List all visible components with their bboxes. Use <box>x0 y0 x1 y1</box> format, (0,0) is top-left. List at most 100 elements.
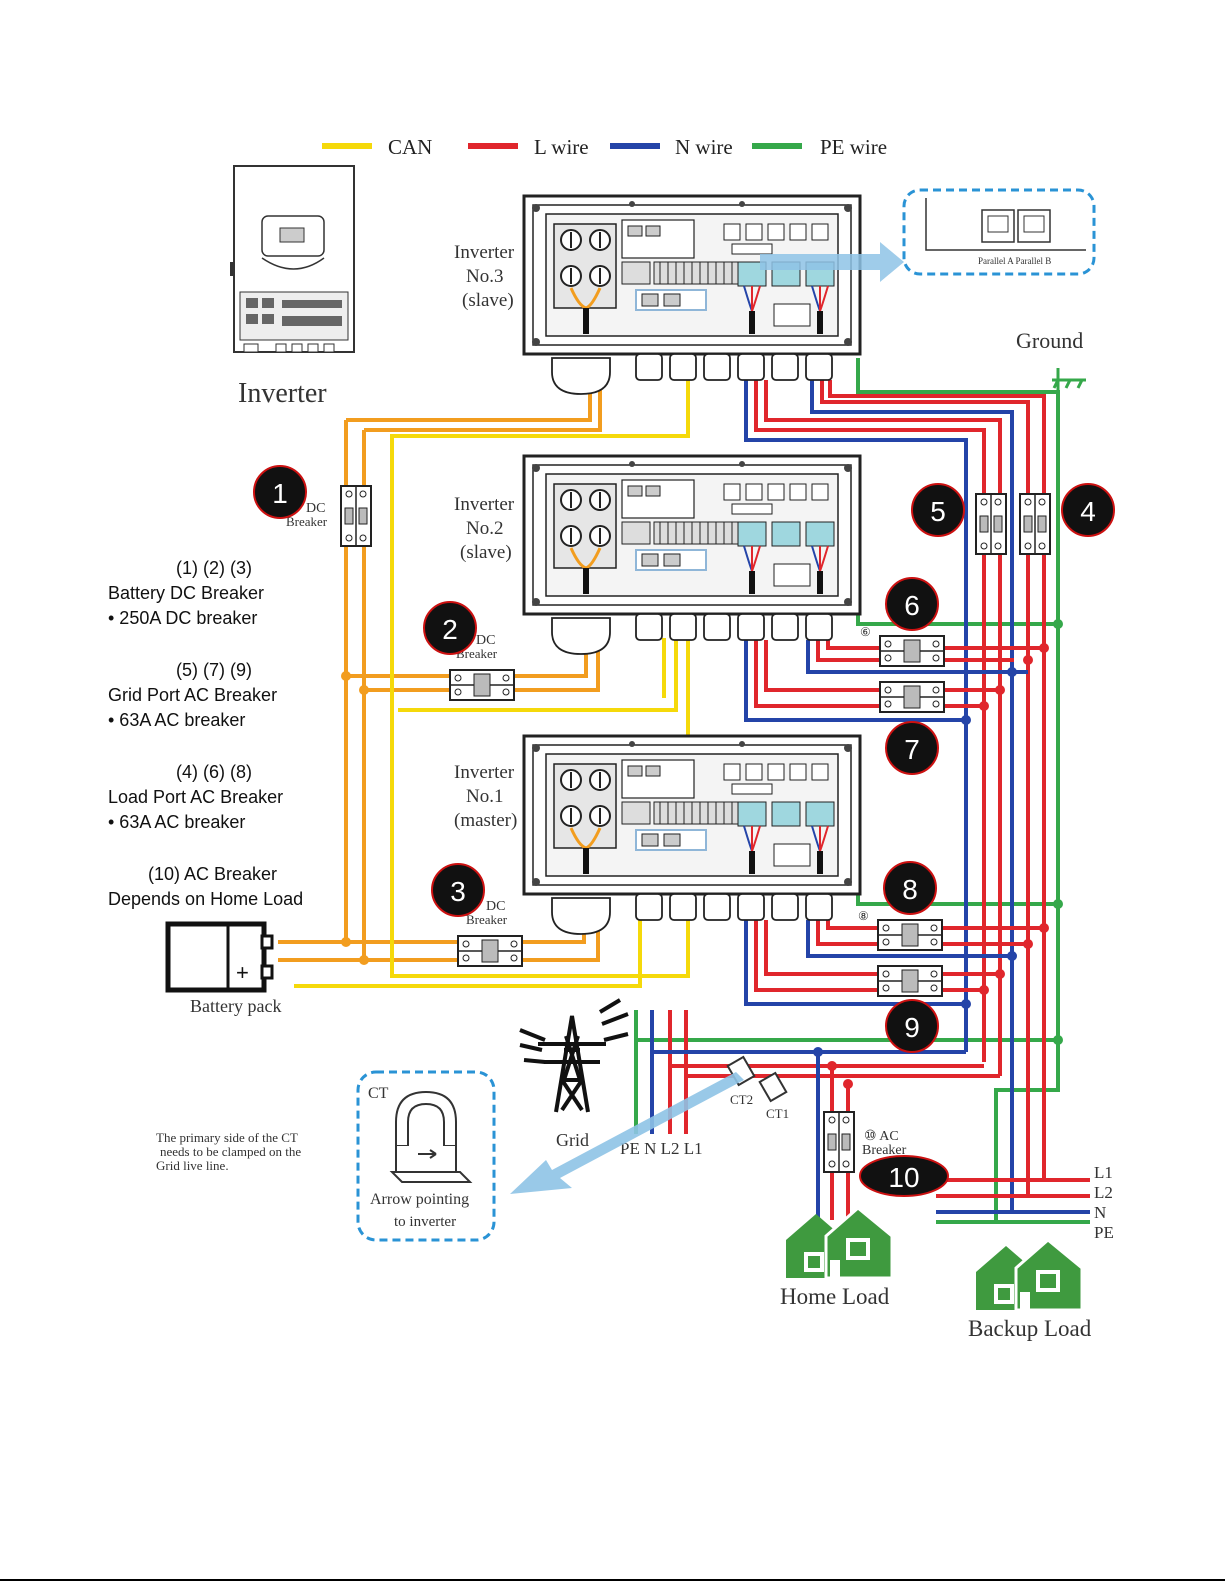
load-ac-breaker-8 <box>877 919 943 951</box>
marker-9-badge <box>885 999 939 1053</box>
marker-8-badge <box>883 861 937 915</box>
grid-ac-breaker-5 <box>975 493 1007 555</box>
junction <box>359 685 369 695</box>
junction <box>341 937 351 947</box>
backup-terminals: L1 L2 N PE <box>1094 1163 1114 1242</box>
grid-breaker-spec: • 63A AC breaker <box>108 710 246 730</box>
small-marker-6: ⑥ <box>860 625 871 639</box>
grid-ac-breaker-7 <box>879 681 945 713</box>
ct-note-line3: Grid live line. <box>156 1158 229 1173</box>
parallel-port-callout: Parallel A Parallel B <box>760 188 1096 282</box>
junction <box>341 671 351 681</box>
inverter-no2-line2: No.2 <box>466 518 503 539</box>
terminal-l1: L1 <box>1094 1163 1113 1182</box>
ct-clamp-icon <box>389 1090 473 1183</box>
marker-7-badge <box>885 721 939 775</box>
dc-breaker-3: DC Breaker <box>457 899 523 967</box>
grid-label: Grid <box>556 1130 589 1150</box>
dc-breaker-1-label-l2: Breaker <box>286 514 328 529</box>
inverter-no3-line3: (slave) <box>462 290 514 311</box>
grid-tower-icon <box>519 998 629 1113</box>
legend-pe-wire-label: PE wire <box>820 135 887 159</box>
grid-breaker-title: Grid Port AC Breaker <box>108 685 278 705</box>
ct2-label: CT2 <box>730 1092 753 1107</box>
ac-breaker-spec: Depends on Home Load <box>108 889 304 909</box>
marker-8: 8 <box>902 874 918 905</box>
small-marker-8: ⑧ <box>858 909 869 923</box>
inverter-no3-line1: Inverter <box>454 242 515 263</box>
load-ac-breaker-6 <box>879 635 945 667</box>
number-markers: 1 2 3 4 5 6 7 8 9 10 <box>253 465 1115 1197</box>
inverter-product-image: Inverter <box>230 165 355 409</box>
marker-4-badge <box>1061 483 1115 537</box>
dc-breaker-2: DC Breaker <box>449 633 515 701</box>
marker-1-badge <box>253 465 307 519</box>
marker-3: 3 <box>450 876 466 907</box>
legend-n-wire-label: N wire <box>675 135 733 159</box>
home-load-label: Home Load <box>780 1284 890 1309</box>
ct-note-line1: The primary side of the CT <box>156 1130 298 1145</box>
inverter-no1: Inverter No.1 (master) <box>454 736 860 934</box>
page-divider <box>0 1579 1225 1581</box>
junction <box>359 955 369 965</box>
battery-pack: + Battery pack <box>165 921 281 1016</box>
battery-pack-label: Battery pack <box>190 996 281 1016</box>
inverter-no3: Inverter No.3 (slave) <box>454 196 860 394</box>
ground-label: Ground <box>1016 328 1083 353</box>
dc-breaker-3-label-l2: Breaker <box>466 912 508 927</box>
inverter-no2-line3: (slave) <box>460 542 512 563</box>
load-breaker-ids: (4) (6) (8) <box>176 762 252 782</box>
legend-l-wire-label: L wire <box>534 135 589 159</box>
marker-5: 5 <box>930 496 946 527</box>
marker-4: 4 <box>1080 496 1096 527</box>
inverter-picture-label: Inverter <box>238 378 327 409</box>
legend-can-label: CAN <box>388 135 432 159</box>
dc-breaker-3-label-l1: DC <box>486 899 505 914</box>
grid-breaker-ids: (5) (7) (9) <box>176 660 252 680</box>
marker-10-badge <box>859 1155 949 1197</box>
marker-2-badge <box>423 601 477 655</box>
plus-icon: + <box>236 960 249 985</box>
battery-breaker-spec: • 250A DC breaker <box>108 608 258 628</box>
legend: CAN L wire N wire PE wire <box>322 135 887 159</box>
terminal-pe: PE <box>1094 1223 1114 1242</box>
marker-6: 6 <box>904 590 920 621</box>
ct-callout-arrow-line2: to inverter <box>394 1214 456 1230</box>
marker-7: 7 <box>904 734 920 765</box>
marker-5-badge <box>911 483 965 537</box>
parallel-port-caption: Parallel A Parallel B <box>978 256 1051 266</box>
inverter-no1-line2: No.1 <box>466 786 503 807</box>
ct-sensors: CT2 CT1 <box>510 1055 789 1194</box>
home-ac-breaker-10: ⑩ AC Breaker <box>823 1111 907 1173</box>
load-breaker-spec: • 63A AC breaker <box>108 812 246 832</box>
terminal-n: N <box>1094 1203 1106 1222</box>
battery-breaker-ids: (1) (2) (3) <box>176 558 252 578</box>
ct-callout-title: CT <box>368 1085 389 1102</box>
marker-10: 10 <box>888 1162 919 1193</box>
grid-wire-labels: PE N L2 L1 <box>620 1139 703 1158</box>
marker-1: 1 <box>272 478 288 509</box>
grid-ac-breaker-9 <box>877 965 943 997</box>
marker-9: 9 <box>904 1012 920 1043</box>
inverter-no1-line1: Inverter <box>454 762 515 783</box>
inverter-no3-line2: No.3 <box>466 266 503 287</box>
arrow-icon <box>760 242 904 282</box>
dc-breaker-2-label-l2: Breaker <box>456 646 498 661</box>
battery-breaker-title: Battery DC Breaker <box>108 583 265 603</box>
ct1-icon <box>758 1071 788 1103</box>
ct1-label: CT1 <box>766 1106 789 1121</box>
ground-symbol: Ground <box>1016 328 1086 392</box>
home-load-house-icon <box>784 1206 894 1280</box>
wire-junctions <box>813 619 1063 1089</box>
marker-6-badge <box>885 577 939 631</box>
ct-callout: CT Arrow pointing to inverter <box>356 1070 496 1242</box>
dc-breaker-1-label-l1: DC <box>306 501 325 516</box>
backup-load-house-icon <box>974 1238 1084 1312</box>
ct-note: The primary side of the CT needs to be c… <box>156 1130 301 1173</box>
marker-3-badge <box>431 863 485 917</box>
marker-2: 2 <box>442 614 458 645</box>
breaker-notes: (1) (2) (3) Battery DC Breaker • 250A DC… <box>108 556 338 912</box>
dc-breaker-1: DC Breaker <box>286 485 372 547</box>
